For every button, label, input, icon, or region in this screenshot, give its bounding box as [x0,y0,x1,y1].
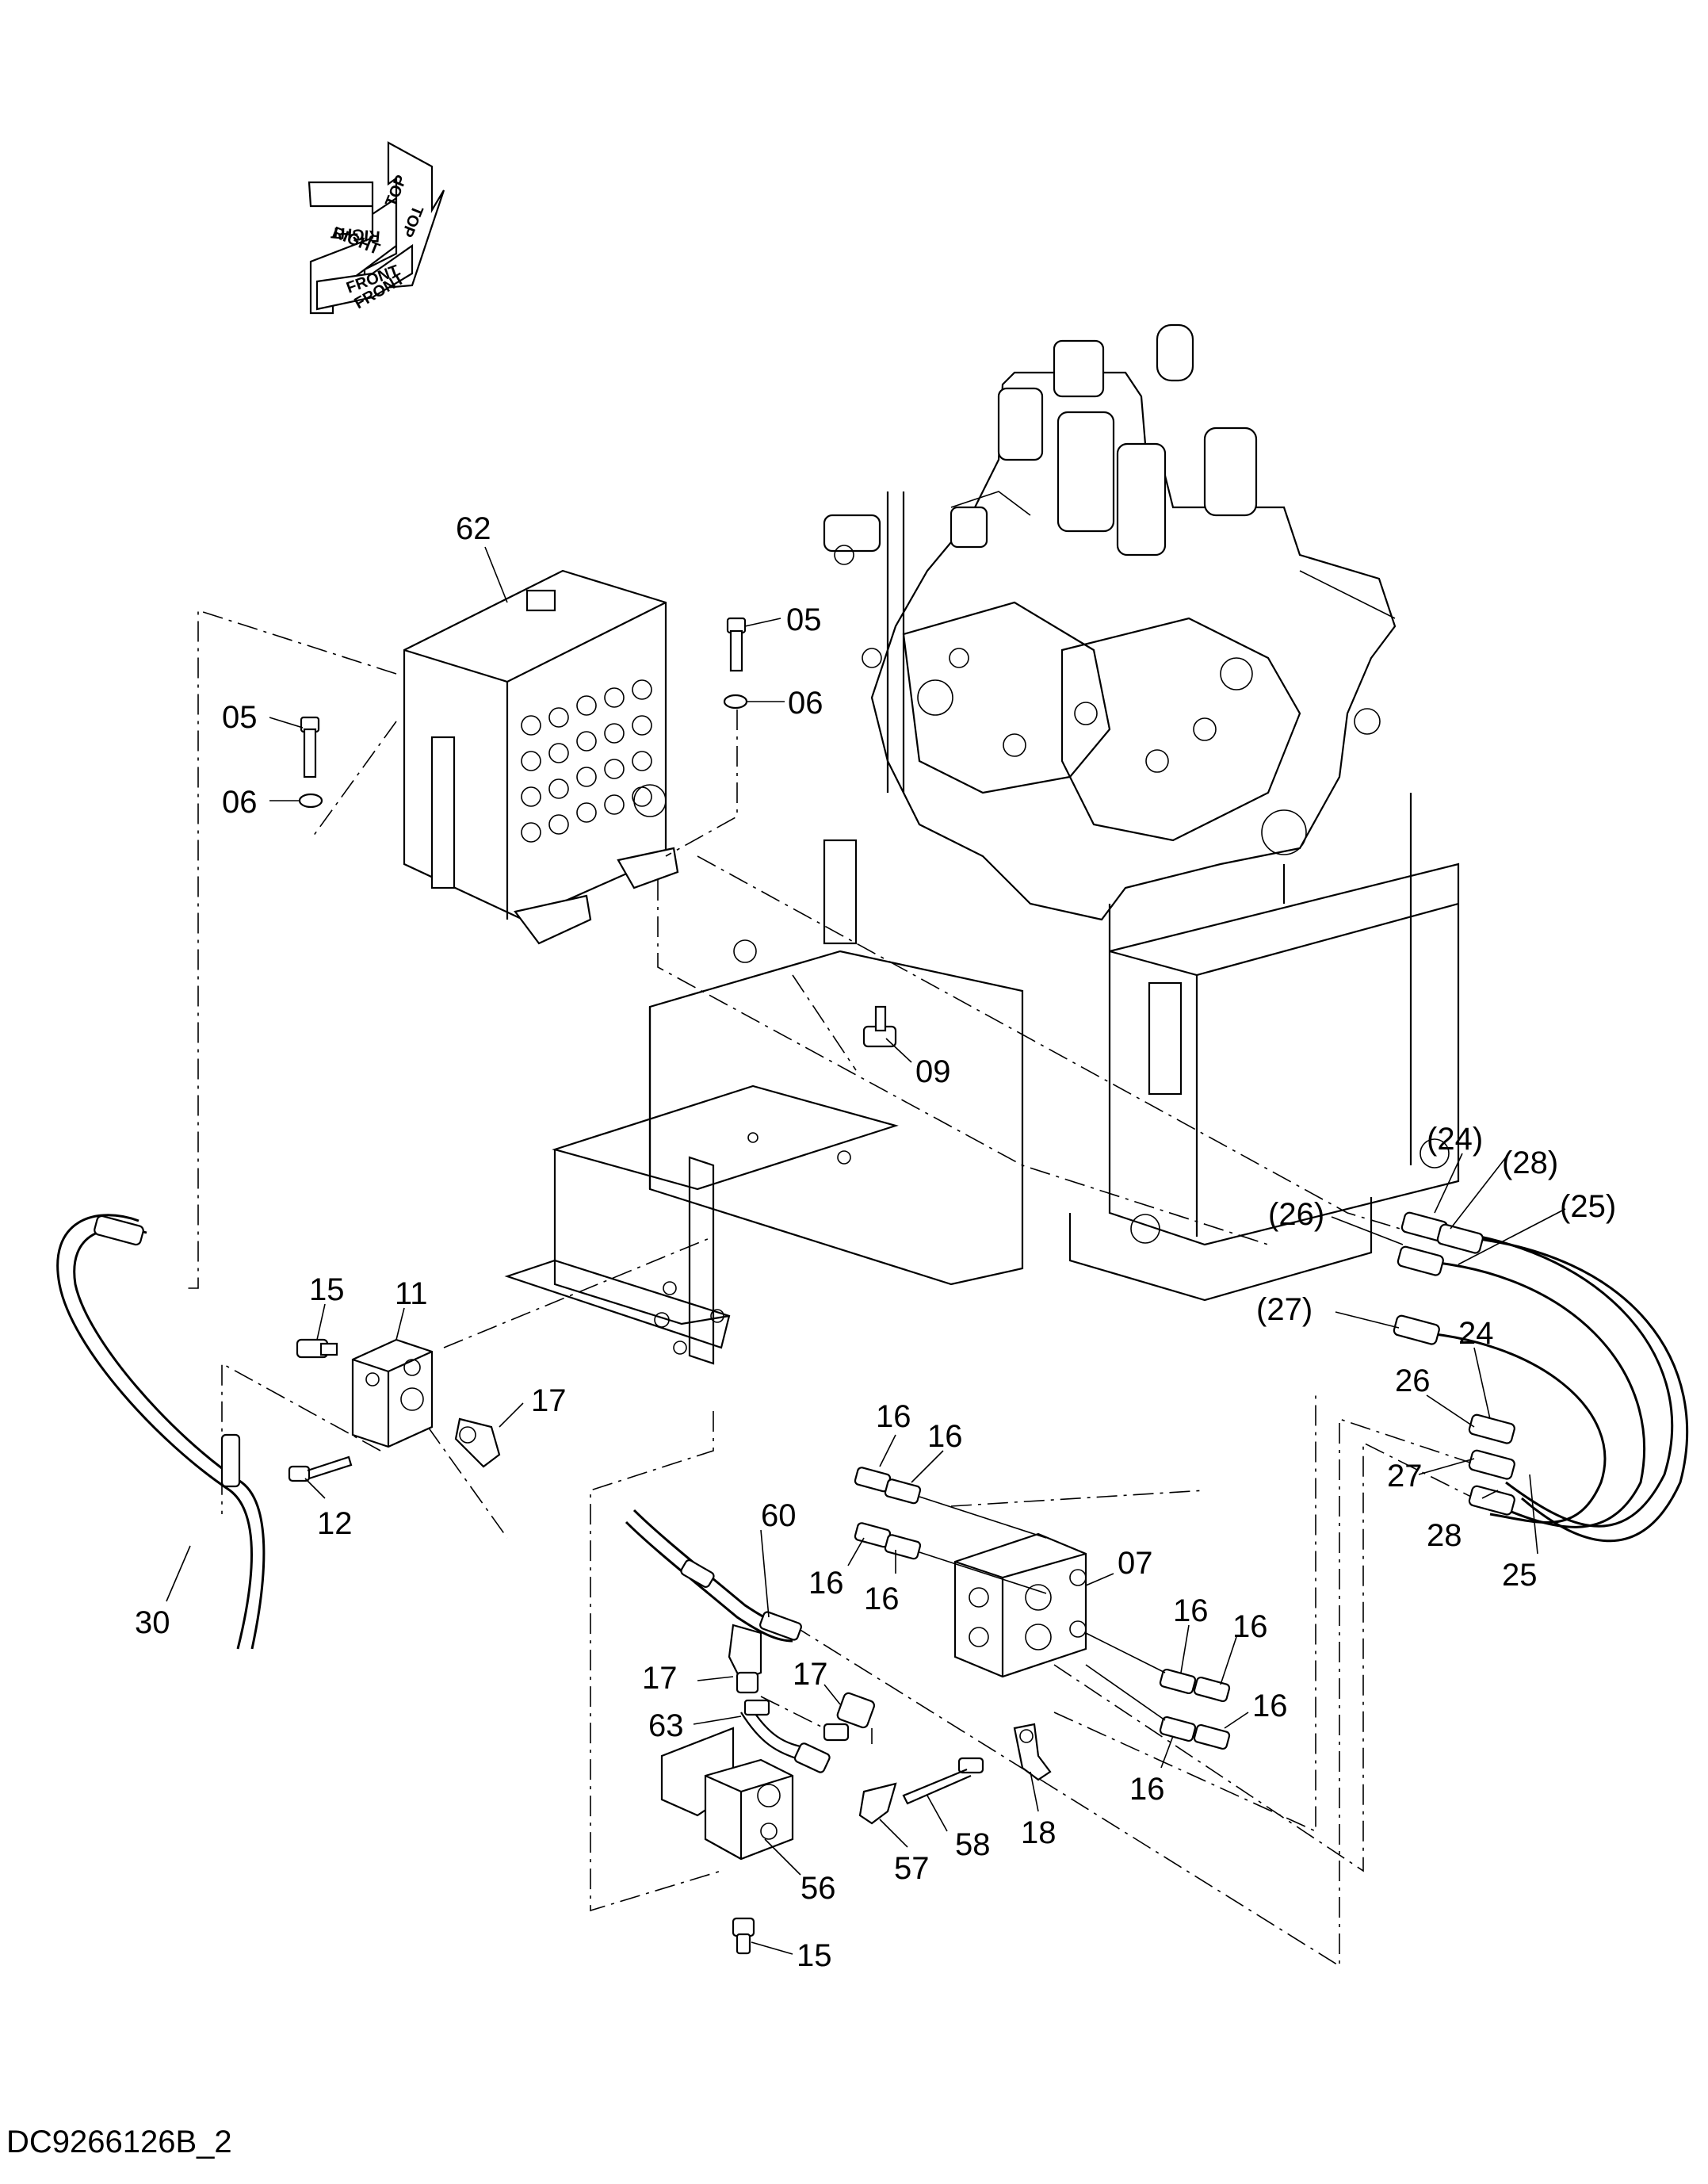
valve-support-frame [823,491,1460,1302]
assembly-dash-lines [182,609,1507,1968]
harness-63 [740,1699,831,1773]
block-11 [351,1338,434,1448]
callout-16-e: 16 [1173,1593,1209,1628]
elbow-17-lower [728,1624,762,1694]
elbow-17-upper [454,1417,501,1468]
callout-57: 57 [894,1851,930,1886]
document-id: DC9266126B_2 [6,2125,232,2159]
callout-16-f: 16 [1232,1609,1268,1644]
orientation-compass-icon: TOP TOP RIGHT RIGHT FRONT FRONT [308,141,445,315]
callout-25-ref: (25) [1560,1189,1616,1224]
callout-12: 12 [317,1506,353,1541]
fittings-16-lower [1085,1632,1231,1750]
callout-28-ref: (28) [1502,1146,1558,1180]
callout-25: 25 [1502,1558,1538,1593]
bolt-05-left [300,716,320,778]
callout-58: 58 [955,1827,991,1862]
bolt-05-upper [726,617,747,672]
callout-18: 18 [1021,1815,1057,1850]
pilot-valve-block-62 [403,569,679,945]
callout-17-upper: 17 [531,1383,567,1418]
callout-27-ref: (27) [1256,1292,1313,1327]
callout-27: 27 [1387,1459,1423,1494]
callout-63: 63 [648,1708,684,1743]
bracket-57 [858,1782,897,1825]
elbow-18 [1013,1723,1052,1781]
pilot-block-ports [521,679,667,843]
base-bracket [504,939,1024,1365]
callout-17-lower-a: 17 [642,1661,678,1696]
hose-bundle-24-28 [1393,1211,1688,1543]
callout-24-ref: (24) [1427,1122,1483,1157]
callout-labels: 62 05 06 05 06 09 (24) (28) (25) (26) (2… [135,511,1616,1973]
solenoid-valve-56 [660,1727,794,1861]
callout-06-upper: 06 [788,686,823,721]
hose-60 [625,1509,802,1643]
callout-28: 28 [1427,1518,1462,1553]
washer-06-upper [723,694,748,710]
callout-26: 26 [1395,1364,1431,1398]
callout-16-g: 16 [1252,1689,1288,1723]
callout-16-b: 16 [927,1419,963,1454]
callout-15-upper: 15 [309,1272,345,1307]
fittings-16-upper [854,1467,1047,1594]
callout-06-left: 06 [222,785,258,820]
control-valve-assembly [823,323,1397,921]
callout-16-d: 16 [864,1582,900,1616]
callout-15-lower: 15 [797,1938,832,1973]
callout-24: 24 [1458,1316,1494,1351]
callout-11: 11 [395,1276,428,1311]
compass-label-right-1: RIGHT [331,224,381,245]
callout-16-a: 16 [876,1399,911,1434]
callout-16-h: 16 [1129,1772,1165,1807]
bolt-58 [902,1757,984,1805]
callout-05-left: 05 [222,700,258,735]
callout-07: 07 [1118,1546,1153,1581]
bolt-09 [862,1005,897,1048]
callout-56: 56 [801,1871,836,1906]
callout-26-ref: (26) [1268,1197,1324,1232]
callout-09: 09 [915,1054,951,1089]
callout-62: 62 [456,511,491,546]
fitting-15-lower [732,1917,755,1955]
callout-05-upper: 05 [786,602,822,637]
callout-16-c: 16 [808,1566,844,1601]
block-07 [953,1532,1087,1678]
callout-60: 60 [761,1498,797,1533]
callout-30: 30 [135,1605,170,1640]
washer-06-left [298,793,323,809]
sensor-17-lower [823,1692,876,1742]
callout-17-lower-b: 17 [793,1657,828,1692]
fitting-15-upper [296,1338,338,1359]
hose-30 [56,1214,266,1650]
callout-leaders [166,546,1566,1955]
bolt-12 [288,1455,353,1482]
